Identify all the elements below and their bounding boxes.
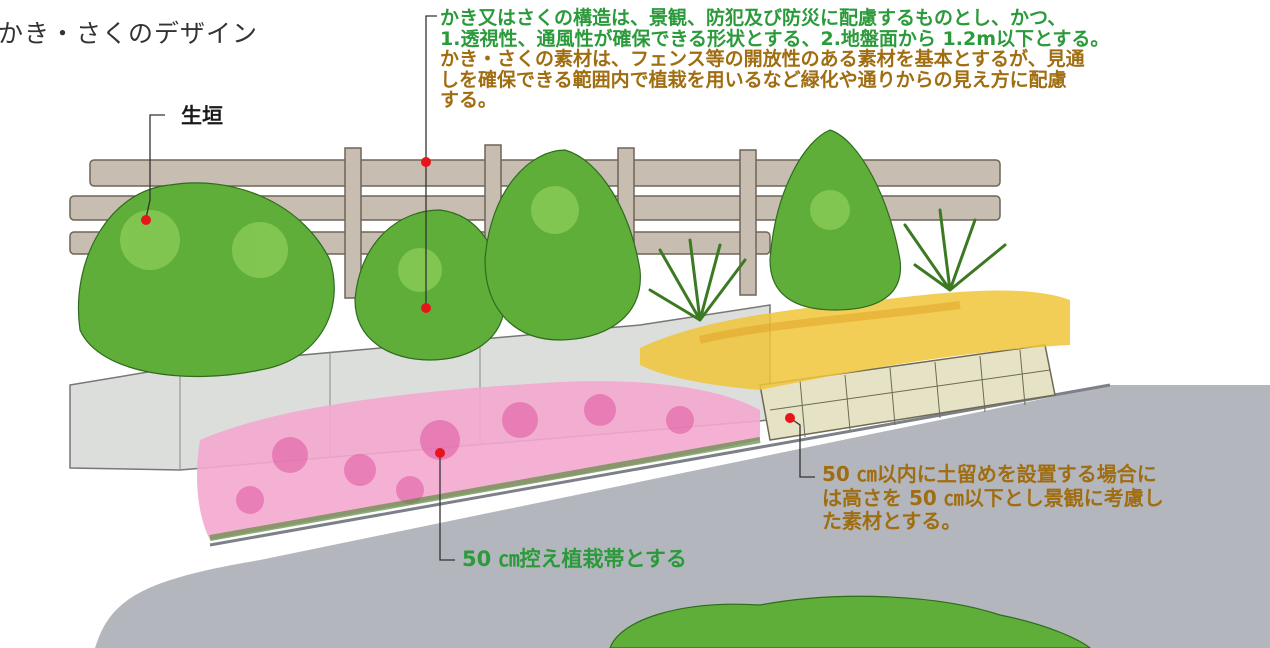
material-note-line: しを確保できる範囲内で植栽を用いるなど緑化や通りからの見え方に配慮 [440, 68, 1067, 91]
marker-dot-buffer [435, 448, 445, 458]
road [95, 385, 1270, 648]
retaining-wall-note: 50 ㎝以内に土留めを設置する場合に は高さを 50 ㎝以下とし景観に考慮し た… [822, 462, 1164, 534]
material-note-line: かき・さくの素材は、フェンス等の開放性のある素材を基本とするが、見通 [440, 48, 1085, 70]
marker-dot-fence [421, 157, 431, 167]
hedge-highlights [120, 186, 850, 292]
bottom-bush [609, 595, 1091, 648]
buffer-leader [439, 455, 455, 561]
spiky-grasses [648, 208, 1007, 322]
buffer-zone-label: 50 ㎝控え植栽帯とする [462, 547, 687, 571]
retaining-leader [789, 417, 815, 478]
hedge-leader [145, 114, 165, 219]
marker-dot-shrub [421, 303, 431, 313]
leader-lines [145, 15, 815, 561]
structure-leader [425, 15, 437, 308]
fence-structure-note: かき又はさくの構造は、景観、防犯及び防災に配慮するものとし、かつ、 1.透視性、… [440, 8, 1260, 111]
yellow-flower-bed [640, 290, 1070, 390]
hedge-label: 生垣 [181, 104, 223, 128]
pink-flower-bed [197, 381, 760, 540]
structure-note-line: かき又はさくの構造は、景観、防犯及び防災に配慮するものとし、かつ、 [440, 7, 1067, 29]
retaining-note-line: 50 ㎝以内に土留めを設置する場合に [822, 462, 1157, 486]
planting-bed-edge [209, 437, 761, 541]
marker-dots [141, 157, 795, 458]
marker-dot-retaining [785, 413, 795, 423]
structure-note-line: 1.透視性、通風性が確保できる形状とする、2.地盤面から 1.2m以下とする。 [440, 27, 1110, 50]
marker-dot-hedge [141, 215, 151, 225]
retaining-note-line: た素材とする。 [822, 509, 962, 533]
material-note-line: する。 [440, 89, 498, 111]
retaining-note-line: は高さを 50 ㎝以下とし景観に考慮し [822, 485, 1164, 510]
diagram-title: かき・さくのデザイン [0, 19, 259, 48]
stone-joints [769, 349, 1051, 438]
road-edge [209, 383, 1111, 547]
